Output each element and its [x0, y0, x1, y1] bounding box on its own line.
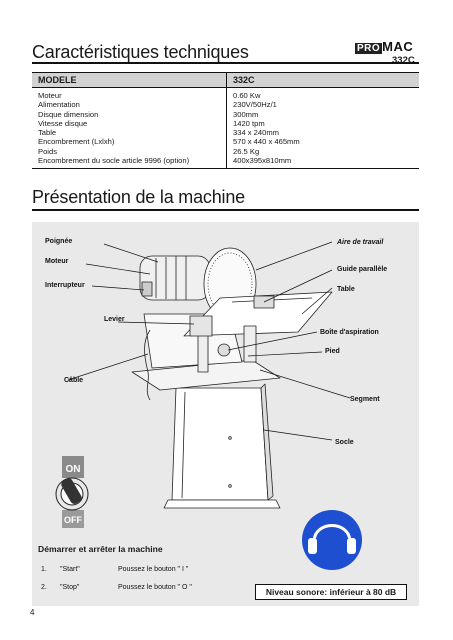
switch-on-label: ON [66, 464, 81, 475]
page-title: Caractéristiques techniques [32, 42, 249, 62]
machine-switch [141, 281, 153, 297]
spec-value: 334 x 240mm [233, 128, 280, 138]
model-code: 332C [392, 55, 415, 66]
table-row: Alimentation 230V/50Hz/1 [32, 100, 419, 110]
spec-label: Table [32, 128, 227, 138]
spec-value: 400x395x810mm [226, 156, 419, 170]
section-title: Présentation de la machine [32, 187, 245, 207]
brand-pro: PRO [355, 43, 383, 54]
label-pied: Pied [325, 348, 340, 355]
spec-value: 1420 tpm [233, 118, 265, 128]
specs-table: MODELE 332C Moteur 0.60 Kw Alimentation 23… [32, 72, 419, 170]
step-name: "Start" [60, 566, 80, 573]
table-row: Moteur 0.60 Kw [32, 87, 419, 101]
table-row: Encombrement du socle article 9996 (opti… [32, 156, 419, 170]
spec-value: 26.5 Kg [233, 146, 260, 156]
spec-value: 230V/50Hz/1 [233, 100, 277, 110]
label-socle: Socle [335, 439, 354, 446]
header-rule [32, 62, 419, 64]
on-off-switch [55, 456, 89, 528]
label-interrupteur: Interrupteur [45, 282, 85, 289]
label-poignee: Poignée [45, 238, 73, 245]
step-action: Poussez le bouton " O " [118, 584, 192, 591]
dust-port [217, 343, 231, 357]
power-cable [144, 329, 151, 401]
step-action: Poussez le bouton " I " [118, 566, 189, 573]
brand-mac: MAC [382, 39, 414, 54]
label-guide-parallele: Guide parallèle [337, 266, 388, 273]
table-row: Poids 26.5 Kg [32, 146, 419, 157]
table-row: Table 334 x 240mm [32, 128, 419, 138]
table-row: Encombrement (Lxlxh) 570 x 440 x 465mm [32, 137, 419, 147]
spec-value: 570 x 440 x 465mm [233, 137, 300, 147]
list-item: 2. "Stop" Poussez le bouton " O " [41, 584, 192, 591]
table-row: Disque dimension 300mm [32, 109, 419, 119]
spec-value: 0.60 Kw [233, 91, 261, 100]
label-cable: Câble [64, 377, 84, 384]
ear-protection-icon [302, 510, 362, 570]
label-segment: Segment [350, 396, 380, 403]
page-number: 4 [30, 608, 35, 617]
noise-level-box: Niveau sonore: inférieur à 80 dB [255, 584, 407, 600]
switch-title: Démarrer et arrêter la machine [38, 544, 163, 554]
label-table: Table [337, 286, 355, 293]
spec-label: Moteur [32, 87, 227, 101]
step-number: 1. [41, 566, 47, 573]
label-levier: Levier [104, 316, 125, 323]
spec-label: Alimentation [32, 100, 227, 110]
specs-col1-header: MODELE [32, 72, 227, 88]
list-item: 1. "Start" Poussez le bouton " I " [41, 566, 188, 573]
label-aire-de-travail: Aire de travail [337, 239, 384, 246]
label-moteur: Moteur [45, 258, 69, 265]
spec-label: Poids [32, 146, 227, 157]
label-boite-aspiration: Boîte d'aspiration [320, 329, 379, 336]
switch-off-label: OFF [64, 515, 82, 525]
stand-foot [163, 499, 281, 509]
step-number: 2. [41, 584, 47, 591]
specs-header-row: MODELE 332C [32, 72, 419, 88]
spec-label: Vitesse disque [32, 118, 227, 129]
section-rule [32, 209, 419, 211]
spec-label: Disque dimension [32, 109, 227, 119]
lever-block [189, 315, 213, 337]
step-name: "Stop" [60, 584, 80, 591]
machine-illustration: ON OFF [55, 241, 362, 570]
spec-value: 300mm [233, 109, 259, 119]
spec-label: Encombrement du socle article 9996 (opti… [32, 156, 227, 170]
table-row: Vitesse disque 1420 tpm [32, 118, 419, 129]
stand-body [171, 387, 269, 501]
spec-label: Encombrement (Lxlxh) [32, 137, 227, 147]
specs-col2-header: 332C [226, 72, 419, 88]
